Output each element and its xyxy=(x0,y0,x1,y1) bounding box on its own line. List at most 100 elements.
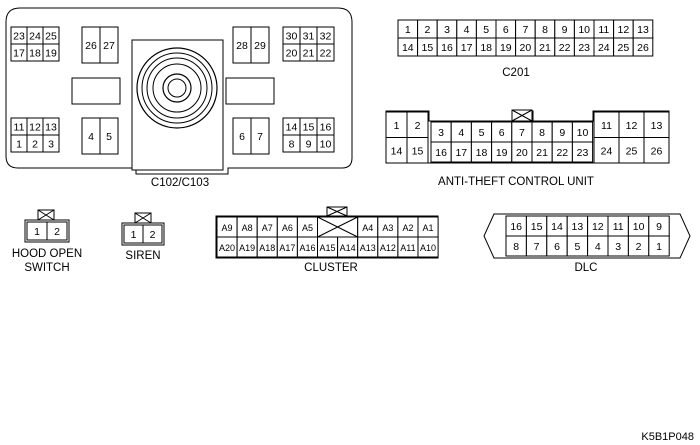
c201-pin-5: 5 xyxy=(483,24,489,36)
c102-pin-22: 22 xyxy=(320,48,332,60)
dlc-label: DLC xyxy=(574,262,597,274)
antitheft-pin-25: 25 xyxy=(626,145,638,157)
c201-pin-25: 25 xyxy=(618,42,630,54)
antitheft-pin-24: 24 xyxy=(601,145,613,157)
c102-pin-1: 1 xyxy=(16,139,22,151)
hood-pin-2: 2 xyxy=(54,226,60,238)
antitheft-pin-23-cell xyxy=(571,141,594,163)
c102-pin-21: 21 xyxy=(303,48,315,60)
c102-pin-26: 26 xyxy=(85,40,97,52)
cluster-pin-A13: A13 xyxy=(360,243,376,253)
c201-pin-17: 17 xyxy=(461,42,473,54)
c102-pin-7-cell xyxy=(250,117,270,155)
dlc-pin-8: 8 xyxy=(513,241,519,253)
antitheft-pin-15-cell xyxy=(406,137,429,164)
c201-pin-21: 21 xyxy=(539,42,551,54)
antitheft-pin-16: 16 xyxy=(435,147,447,159)
c201-pin-7: 7 xyxy=(522,24,528,36)
cluster-pin-A10-cell xyxy=(417,236,439,258)
siren-pin-2: 2 xyxy=(150,229,156,241)
dlc-pin-7: 7 xyxy=(534,241,540,253)
c102-pin-14: 14 xyxy=(286,122,298,134)
antitheft-pin-23: 23 xyxy=(577,147,589,159)
antitheft-pin-8: 8 xyxy=(539,127,545,139)
antitheft-pin-11: 11 xyxy=(601,120,612,132)
siren-label: SIREN xyxy=(125,250,160,262)
c102-pin-3: 3 xyxy=(48,139,54,151)
dlc-pin-10: 10 xyxy=(633,221,645,233)
antitheft-pin-12: 12 xyxy=(626,120,638,132)
antitheft-pin-22: 22 xyxy=(556,147,568,159)
c102-pin-6: 6 xyxy=(239,131,245,143)
c102-pin-27-cell xyxy=(99,26,119,64)
c201-pin-20: 20 xyxy=(520,42,532,54)
c102-pin-25: 25 xyxy=(45,31,57,43)
cluster-pin-A11: A11 xyxy=(400,243,415,253)
c102-pin-17: 17 xyxy=(13,48,25,60)
c102-left-key xyxy=(71,77,121,105)
c102-center-plug xyxy=(136,47,218,129)
cluster-pin-A5: A5 xyxy=(302,223,313,233)
antitheft-pin-2: 2 xyxy=(415,120,421,132)
cluster-pin-A16: A16 xyxy=(299,243,315,253)
cluster-pin-A14: A14 xyxy=(340,243,356,253)
antitheft-label: ANTI-THEFT CONTROL UNIT xyxy=(438,176,594,188)
antitheft-pin-14: 14 xyxy=(391,145,403,157)
cluster-pin-A4: A4 xyxy=(362,223,373,233)
c102-pin-15: 15 xyxy=(303,122,315,134)
dlc-pin-5: 5 xyxy=(574,241,580,253)
cluster-pin-A6: A6 xyxy=(282,223,293,233)
c102-pin-19: 19 xyxy=(45,48,57,60)
c102-pin-19-cell xyxy=(42,43,60,62)
cluster-pin-A8: A8 xyxy=(242,223,253,233)
hood-label-line1: HOOD OPEN xyxy=(12,248,82,260)
c102-pin-22-cell xyxy=(316,43,335,62)
c201-pin-26: 26 xyxy=(637,42,649,54)
antitheft-pin-26-cell xyxy=(643,137,670,164)
c201-pin-22: 22 xyxy=(559,42,571,54)
c102-label: C102/C103 xyxy=(151,177,209,189)
dlc-pin-4: 4 xyxy=(595,241,601,253)
antitheft-pin-10: 10 xyxy=(577,127,589,139)
cluster-pin-A12: A12 xyxy=(380,243,396,253)
c102-pin-30: 30 xyxy=(286,31,298,43)
hood-pin-1: 1 xyxy=(34,226,40,238)
c201-pin-15: 15 xyxy=(422,42,434,54)
siren-pin-1: 1 xyxy=(131,229,137,241)
antitheft-pin-4: 4 xyxy=(458,127,464,139)
antitheft-pin-18: 18 xyxy=(476,147,488,159)
c102-pin-12: 12 xyxy=(29,122,41,134)
c102-pin-28: 28 xyxy=(236,40,248,52)
antitheft-pin-13: 13 xyxy=(651,120,663,132)
c102-pin-29-cell xyxy=(250,26,270,64)
c102-pin-18: 18 xyxy=(29,48,41,60)
c102-right-key xyxy=(225,77,275,105)
figure-id: K5B1P048 xyxy=(641,431,694,443)
cluster-blank-cross xyxy=(317,216,358,238)
antitheft-pin-20: 20 xyxy=(516,147,528,159)
c201-pin-9: 9 xyxy=(562,24,568,36)
dlc-pin-9: 9 xyxy=(656,221,662,233)
c201-pin-12: 12 xyxy=(618,24,630,36)
c201-pin-10: 10 xyxy=(578,24,590,36)
cluster-label: CLUSTER xyxy=(304,262,358,274)
cluster-pin-A18: A18 xyxy=(259,243,275,253)
c102-pin-10-cell xyxy=(316,134,335,153)
dlc-pin-6: 6 xyxy=(554,241,560,253)
cluster-pin-A9: A9 xyxy=(222,223,233,233)
dlc-pin-1: 1 xyxy=(656,241,662,253)
dlc-pin-12: 12 xyxy=(592,221,604,233)
